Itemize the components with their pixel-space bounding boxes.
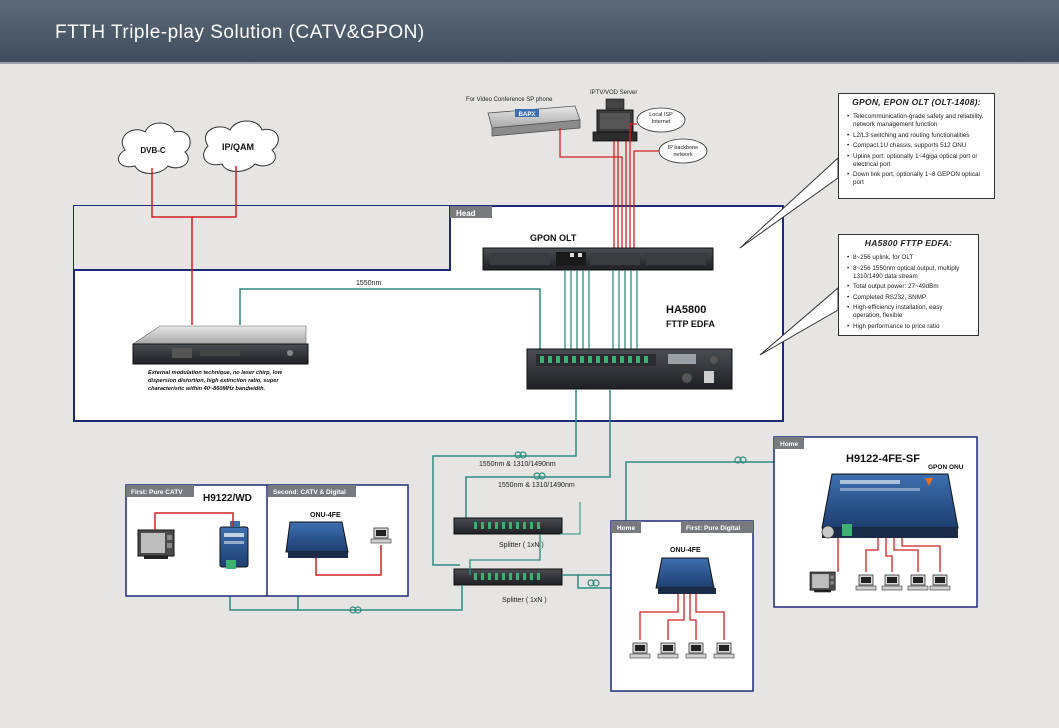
olt-callout-item: Uplink port: optionally 1~4giga optical … [847, 153, 988, 169]
ipqam-link [192, 166, 237, 218]
second-catv-tag [268, 485, 356, 497]
catv-tv-link [154, 512, 234, 530]
splitter-2-device [453, 568, 563, 586]
onu4fe-pc-link [315, 545, 382, 576]
tv-icon-catv [137, 529, 175, 560]
head-frame-notch [74, 206, 450, 270]
pc-icon-b4 [713, 642, 735, 659]
edfa-callout-item: 8~256 1550nm optical output, multiply 13… [847, 265, 972, 281]
optical-transmitter [132, 325, 309, 365]
edfa-callout-item: 8~256 uplink, for OLT [847, 254, 972, 262]
edfa-callout-item: High performance to price ratio [847, 323, 972, 331]
olt-callout-pointer [739, 156, 839, 249]
home-tag-b [774, 437, 804, 449]
edfa-callout-item: High-efficiency installation, easy opera… [847, 304, 972, 320]
h9122-4fe-label: H9122-4FE-SF [846, 453, 920, 465]
dvbc-cloud: DVB-C [118, 122, 191, 174]
edfa-to-splitter1 [465, 389, 611, 520]
edfa-callout: HA5800 FTTP EDFA: 8~256 uplink, for OLT … [838, 234, 979, 336]
home-label-b: Home [780, 441, 798, 448]
wave-label-1: 1550nm & 1310/1490nm [479, 461, 556, 468]
dvbc-link [151, 168, 193, 325]
transmitter-note-line2: dispersion distortion, high extinction r… [148, 378, 279, 384]
home-frame-digital [610, 520, 754, 692]
splitter1-output [560, 502, 581, 535]
splitter-1-label: Splitter ( 1xN ) [499, 542, 544, 549]
edfa-callout-item: Total output power: 27~49dBm [847, 283, 972, 291]
head-frame-edge [74, 206, 451, 271]
wave-label-2: 1550nm & 1310/1490nm [498, 482, 575, 489]
olt-callout: GPON, EPON OLT (OLT-1408): Telecommunica… [838, 93, 995, 199]
second-catv-label: Second: CATV & Digital [273, 489, 346, 496]
olt-callout-item: Telecommunication-grade safety and relia… [847, 113, 988, 129]
olt-edfa-links [564, 270, 638, 358]
pc-icon-a [370, 527, 392, 544]
splitter-1-device [453, 517, 563, 535]
h9122wd-label: H9122/WD [203, 493, 252, 504]
onu4fe-label-b: ONU-4FE [670, 547, 701, 554]
uplink-lines [559, 123, 659, 252]
pc-icon-b3 [685, 642, 707, 659]
olt-callout-list: Telecommunication-grade safety and relia… [839, 113, 994, 187]
bapx-server: BAPX [487, 105, 581, 137]
gpon-olt-label: GPON OLT [530, 233, 577, 243]
pc-icon-c3 [907, 574, 929, 591]
first-catv-tag [126, 485, 194, 497]
video-conf-label: For Video Conference SP phone [466, 97, 553, 103]
1550nm-link [239, 288, 541, 370]
ha5800-label: HA5800 [666, 304, 706, 316]
first-catv-label: First: Pure CATV [131, 489, 183, 496]
1550nm-label: 1550nm [356, 280, 381, 287]
splitter1-drop [469, 534, 541, 575]
first-digital-label: First: Pure Digital [686, 525, 740, 532]
transmitter-note-line3: characteristic within 40~860MHz bandwidt… [148, 386, 265, 392]
pc-icon-b2 [657, 642, 679, 659]
onu4fe-device-b [655, 557, 716, 594]
ha5800-edfa-device [526, 348, 733, 390]
edfa-to-splitter2 [432, 389, 577, 566]
edfa-callout-title: HA5800 FTTP EDFA: [864, 238, 953, 248]
pc-icon-c2 [881, 574, 903, 591]
pc-icon-b1 [629, 642, 651, 659]
gpon-onu-pc-links [837, 538, 941, 572]
pc-icon-c4 [929, 574, 951, 591]
transmitter-note-line1: External modulation technique, no laser … [148, 370, 283, 376]
bapx-label: BAPX [519, 112, 536, 118]
olt-callout-title: GPON, EPON OLT (OLT-1408): [852, 97, 981, 107]
ipqam-cloud: IP/QAM [203, 120, 279, 172]
olt-callout-item: L2/L3 switching and routing functionalit… [847, 132, 988, 140]
iptv-server-label: IPTV/VOD Server [590, 90, 637, 96]
tv-icon-gpon [809, 571, 836, 593]
page-title: FTTH Triple-play Solution (CATV&GPON) [55, 22, 425, 43]
olt-callout-item: Compact 1U chassis, supports 512 ONU [847, 142, 988, 150]
title-bar: FTTH Triple-play Solution (CATV&GPON) [0, 0, 1059, 64]
h9122-4fe-device [821, 473, 959, 539]
ipqam-label: IP/QAM [222, 142, 254, 152]
home-label-a: Home [617, 525, 635, 532]
gpon-onu-label: GPON ONU [928, 464, 964, 471]
pc-icon-c1 [855, 574, 877, 591]
first-digital-tag [681, 521, 753, 533]
head-tag [450, 206, 492, 218]
dvbc-label: DVB-C [140, 146, 166, 155]
olt-callout-item: Down link port, optionally 1~8 GEPON opt… [847, 171, 988, 187]
onu4fe-device-a [285, 521, 349, 558]
gpon-olt-device [482, 247, 714, 271]
iptv-server [592, 98, 638, 142]
edfa-callout-list: 8~256 uplink, for OLT 8~256 1550nm optic… [839, 254, 978, 331]
home-tag-a [611, 521, 641, 533]
onu4fe-b-pc-links [639, 594, 725, 640]
splitter-2-label: Splitter ( 1xN ) [502, 597, 547, 604]
edfa-callout-item: Completed RS232, SNMP [847, 294, 972, 302]
h9122wd-device [219, 521, 249, 569]
onu4fe-label-a: ONU-4FE [310, 512, 341, 519]
fttp-edfa-label: FTTP EDFA [666, 319, 715, 329]
head-label: Head [456, 209, 476, 218]
